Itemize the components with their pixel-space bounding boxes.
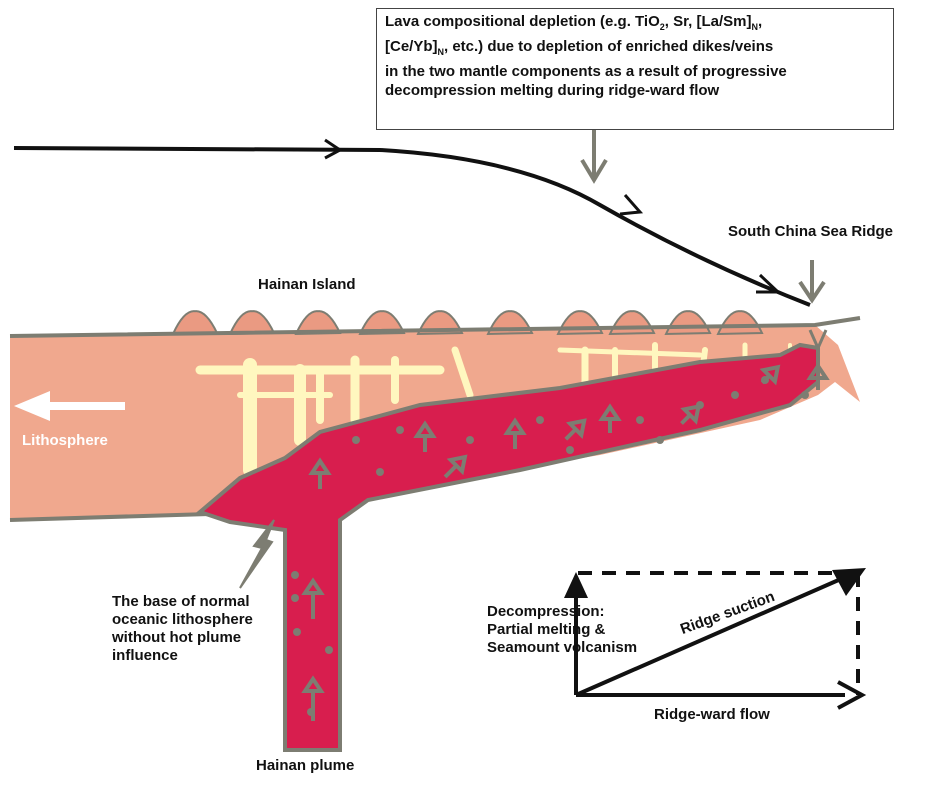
flow-dot bbox=[801, 391, 809, 399]
ridge-ward-flow-label: Ridge-ward flow bbox=[654, 706, 770, 724]
flow-dot bbox=[352, 436, 360, 444]
seamount bbox=[173, 311, 217, 334]
flow-dot bbox=[656, 436, 664, 444]
flow-dot bbox=[293, 628, 301, 636]
seamount bbox=[718, 311, 762, 334]
flow-dot bbox=[325, 646, 333, 654]
flow-dot bbox=[291, 594, 299, 602]
decompression-label: Decompression: Partial melting & Seamoun… bbox=[487, 603, 667, 657]
flow-trajectory-arrowheads bbox=[325, 140, 778, 292]
seamount bbox=[558, 311, 602, 334]
mantle-flow-trajectory bbox=[14, 148, 810, 305]
down-arrow-icon bbox=[800, 260, 824, 300]
flow-dot bbox=[396, 426, 404, 434]
arrowhead bbox=[620, 195, 640, 214]
flow-dot bbox=[536, 416, 544, 424]
flow-dot bbox=[636, 416, 644, 424]
composition-callout-box: Lava compositional depletion (e.g. TiO2,… bbox=[376, 8, 894, 130]
flow-dot bbox=[466, 436, 474, 444]
ridge-label: South China Sea Ridge bbox=[728, 223, 893, 241]
lithosphere-label: Lithosphere bbox=[22, 432, 108, 450]
plume-label: Hainan plume bbox=[256, 757, 354, 775]
seamount bbox=[666, 311, 710, 334]
island-label: Hainan Island bbox=[258, 276, 356, 294]
decompression-arrowhead bbox=[564, 572, 588, 598]
flow-dot bbox=[376, 468, 384, 476]
lithosphere-base-note: The base of normal oceanic lithosphere w… bbox=[112, 593, 292, 665]
flow-dot bbox=[731, 391, 739, 399]
flow-dot bbox=[566, 446, 574, 454]
base-pointer-bolt bbox=[240, 520, 274, 588]
flow-dot bbox=[291, 571, 299, 579]
seamount bbox=[610, 311, 654, 334]
